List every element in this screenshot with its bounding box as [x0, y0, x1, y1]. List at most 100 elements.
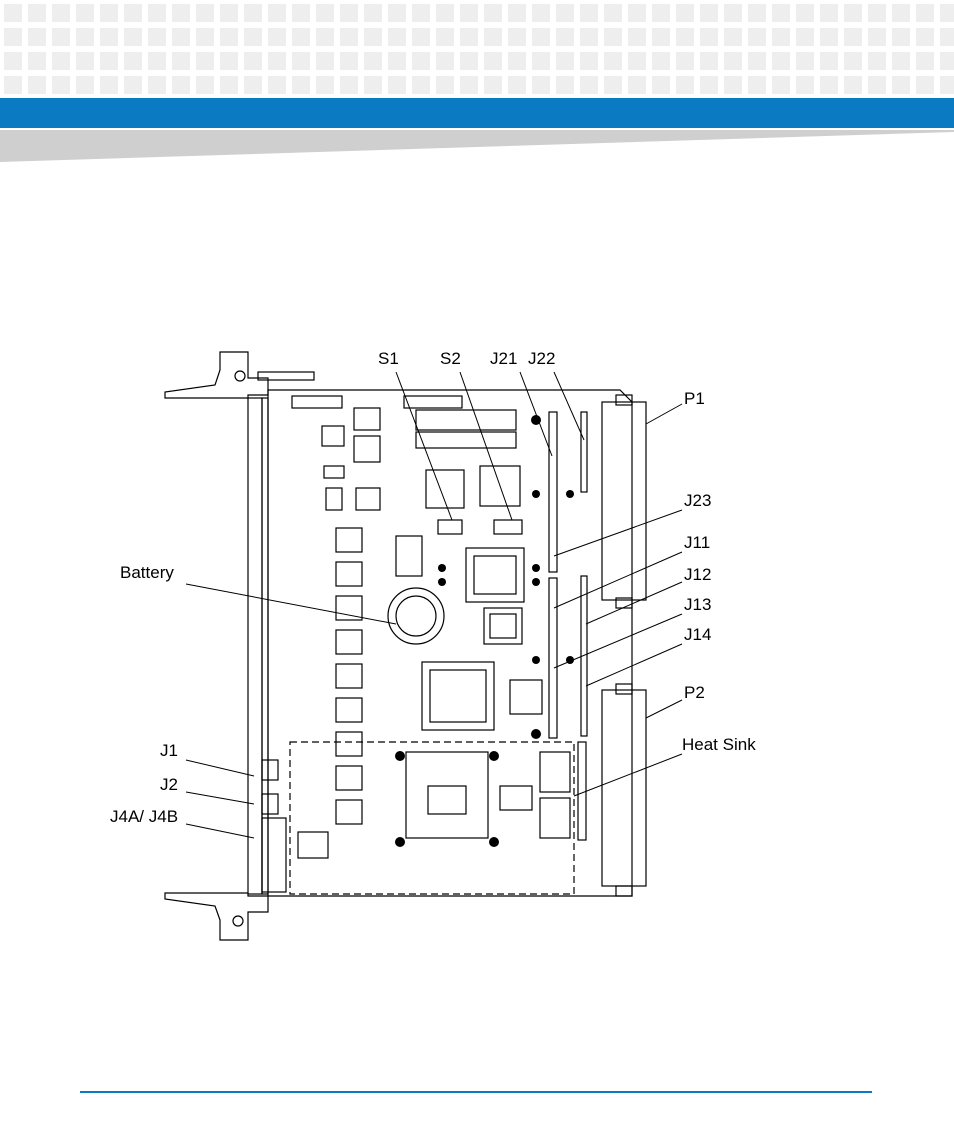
- label-j14: J14: [684, 625, 711, 644]
- header-grid-square: [580, 28, 598, 46]
- header-grid-square: [316, 4, 334, 22]
- header-grid-square: [796, 28, 814, 46]
- header-grid-square: [868, 28, 886, 46]
- header-grid-square: [700, 76, 718, 94]
- label-j2: J2: [160, 775, 178, 794]
- header-grid-square: [196, 28, 214, 46]
- header-grid-square: [532, 76, 550, 94]
- header-grid-square: [580, 52, 598, 70]
- header-grid-square: [484, 52, 502, 70]
- label-j12: J12: [684, 565, 711, 584]
- header-grid-square: [700, 28, 718, 46]
- header-grid-square: [508, 28, 526, 46]
- header-grid-square: [652, 28, 670, 46]
- header-grid-square: [148, 52, 166, 70]
- header-grid-square: [676, 4, 694, 22]
- header-grid-square: [484, 76, 502, 94]
- header-grid-square: [940, 28, 954, 46]
- label-p1: P1: [684, 389, 705, 408]
- header-blue-bar: [0, 98, 954, 128]
- header-grid-square: [76, 28, 94, 46]
- header-grid-square: [172, 52, 190, 70]
- header-grid-square: [292, 28, 310, 46]
- header-grid-square: [916, 4, 934, 22]
- label-j13: J13: [684, 595, 711, 614]
- header-grid-square: [796, 52, 814, 70]
- header-grid-square: [820, 76, 838, 94]
- header-grid-square: [748, 76, 766, 94]
- header-grid-square: [268, 52, 286, 70]
- header-grid-square: [220, 28, 238, 46]
- header-grid-square: [340, 52, 358, 70]
- header-grid-square: [556, 28, 574, 46]
- header-grid-square: [484, 4, 502, 22]
- header-grid-square: [748, 52, 766, 70]
- header-grid-square: [484, 28, 502, 46]
- header-grid-square: [436, 76, 454, 94]
- header-grid-square: [892, 52, 910, 70]
- header-grid-square: [28, 28, 46, 46]
- header-grid-square: [604, 52, 622, 70]
- header-grid-square: [916, 52, 934, 70]
- header-grid-square: [532, 28, 550, 46]
- header-grid-square: [220, 52, 238, 70]
- header-grid-square: [388, 4, 406, 22]
- label-battery: Battery: [120, 563, 174, 582]
- header-grid-square: [652, 76, 670, 94]
- header-grid-square: [604, 4, 622, 22]
- header-grid-square: [124, 4, 142, 22]
- header-grid-square: [508, 4, 526, 22]
- header-grid-square: [172, 4, 190, 22]
- header-grid-square: [460, 4, 478, 22]
- header-grid-square: [76, 52, 94, 70]
- header-grid-square: [196, 76, 214, 94]
- header-grid-square: [388, 76, 406, 94]
- label-j11: J11: [684, 533, 710, 552]
- header-grid-square: [100, 52, 118, 70]
- header-grid-square: [388, 52, 406, 70]
- header-grid-square: [508, 76, 526, 94]
- header-grid-square: [916, 28, 934, 46]
- header-grid-square: [100, 4, 118, 22]
- header-grid-square: [844, 76, 862, 94]
- header-grid-square: [868, 76, 886, 94]
- header-grid-square: [604, 76, 622, 94]
- header-grid-square: [628, 52, 646, 70]
- header-grid-square: [268, 4, 286, 22]
- header-grid-square: [124, 76, 142, 94]
- header-grid-square: [268, 28, 286, 46]
- label-heat-sink: Heat Sink: [682, 735, 756, 754]
- header-grid-square: [724, 4, 742, 22]
- header-grid-square: [100, 28, 118, 46]
- header-grid-square: [172, 28, 190, 46]
- header-grid-square: [388, 28, 406, 46]
- header-grid-square: [4, 4, 22, 22]
- label-s2: S2: [440, 349, 461, 368]
- header-grid-square: [772, 4, 790, 22]
- header-grid-square: [724, 52, 742, 70]
- header-grid-square: [244, 28, 262, 46]
- header-grid-square: [772, 76, 790, 94]
- header-grid-square: [940, 76, 954, 94]
- header-grid-square: [892, 28, 910, 46]
- header-grid-square: [748, 4, 766, 22]
- header-grid-square: [196, 52, 214, 70]
- header-grid-square: [700, 52, 718, 70]
- header-grid-square: [100, 76, 118, 94]
- header-grid-square: [340, 76, 358, 94]
- header-grid-square: [844, 28, 862, 46]
- header-grid-square: [52, 76, 70, 94]
- header-grid-square: [52, 52, 70, 70]
- header-grid-square: [316, 28, 334, 46]
- header-grid-square: [460, 28, 478, 46]
- header-dot-grid: [0, 0, 954, 98]
- header-grid-square: [676, 28, 694, 46]
- header-grid-square: [556, 4, 574, 22]
- header-grid-square: [700, 4, 718, 22]
- header-grid-square: [340, 4, 358, 22]
- header-grid-square: [364, 52, 382, 70]
- header-grid-square: [76, 4, 94, 22]
- header-grid-square: [604, 28, 622, 46]
- header-grid-square: [52, 28, 70, 46]
